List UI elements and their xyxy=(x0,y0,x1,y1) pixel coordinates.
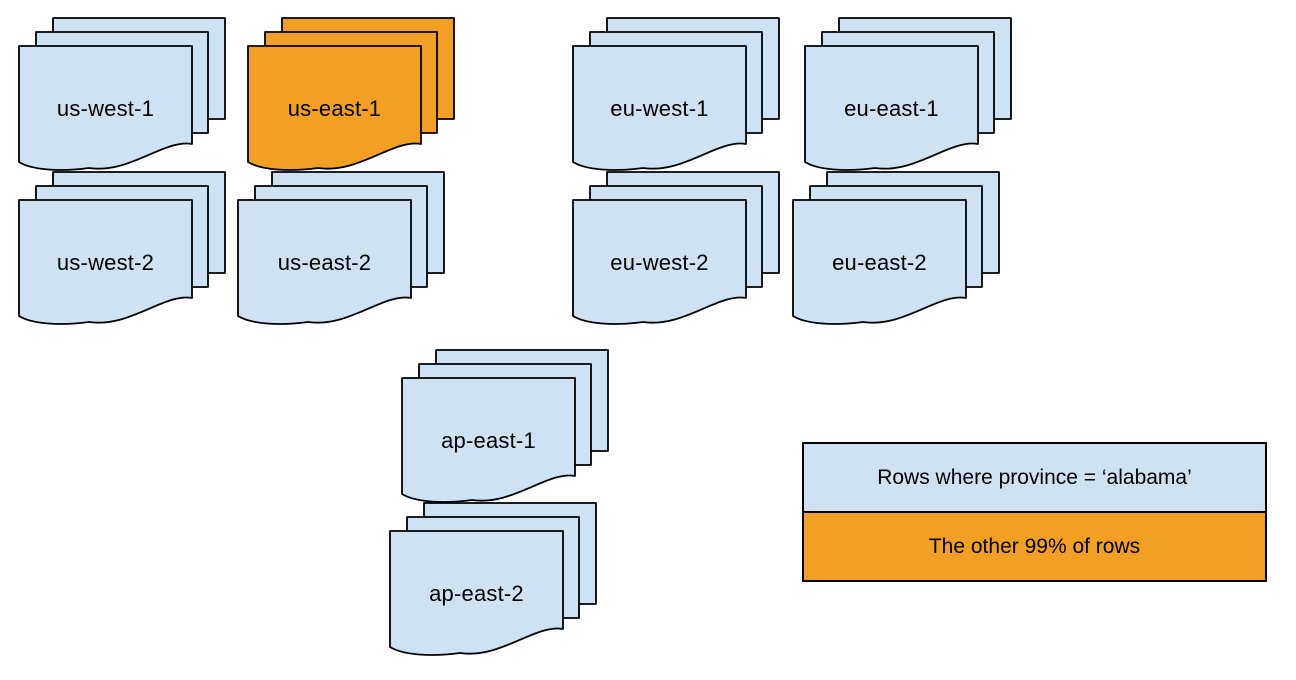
document-stack-icon xyxy=(237,171,445,325)
region-stack-eu-east-1: eu-east-1 xyxy=(802,16,1014,188)
document-stack-icon xyxy=(247,17,455,171)
document-stack-icon xyxy=(792,171,1000,325)
document-stack-icon xyxy=(18,171,226,325)
document-stack-icon xyxy=(389,502,597,656)
region-stack-ap-east-1: ap-east-1 xyxy=(399,348,611,520)
legend-item-alabama-rows: Rows where province = ‘alabama’ xyxy=(804,444,1265,511)
document-stack-icon xyxy=(572,17,780,171)
region-stack-us-east-1: us-east-1 xyxy=(245,16,457,188)
document-stack-icon xyxy=(572,171,780,325)
region-stack-ap-east-2: ap-east-2 xyxy=(387,501,599,673)
region-stack-us-east-2: us-east-2 xyxy=(235,170,447,342)
legend: Rows where province = ‘alabama’ The othe… xyxy=(802,442,1267,582)
region-stack-us-west-2: us-west-2 xyxy=(16,170,228,342)
region-stack-us-west-1: us-west-1 xyxy=(16,16,228,188)
document-stack-icon xyxy=(401,349,609,503)
region-stack-eu-east-2: eu-east-2 xyxy=(790,170,1002,342)
region-stack-eu-west-2: eu-west-2 xyxy=(570,170,782,342)
document-stack-icon xyxy=(804,17,1012,171)
region-stack-eu-west-1: eu-west-1 xyxy=(570,16,782,188)
legend-item-other-rows: The other 99% of rows xyxy=(804,511,1265,580)
document-stack-icon xyxy=(18,17,226,171)
